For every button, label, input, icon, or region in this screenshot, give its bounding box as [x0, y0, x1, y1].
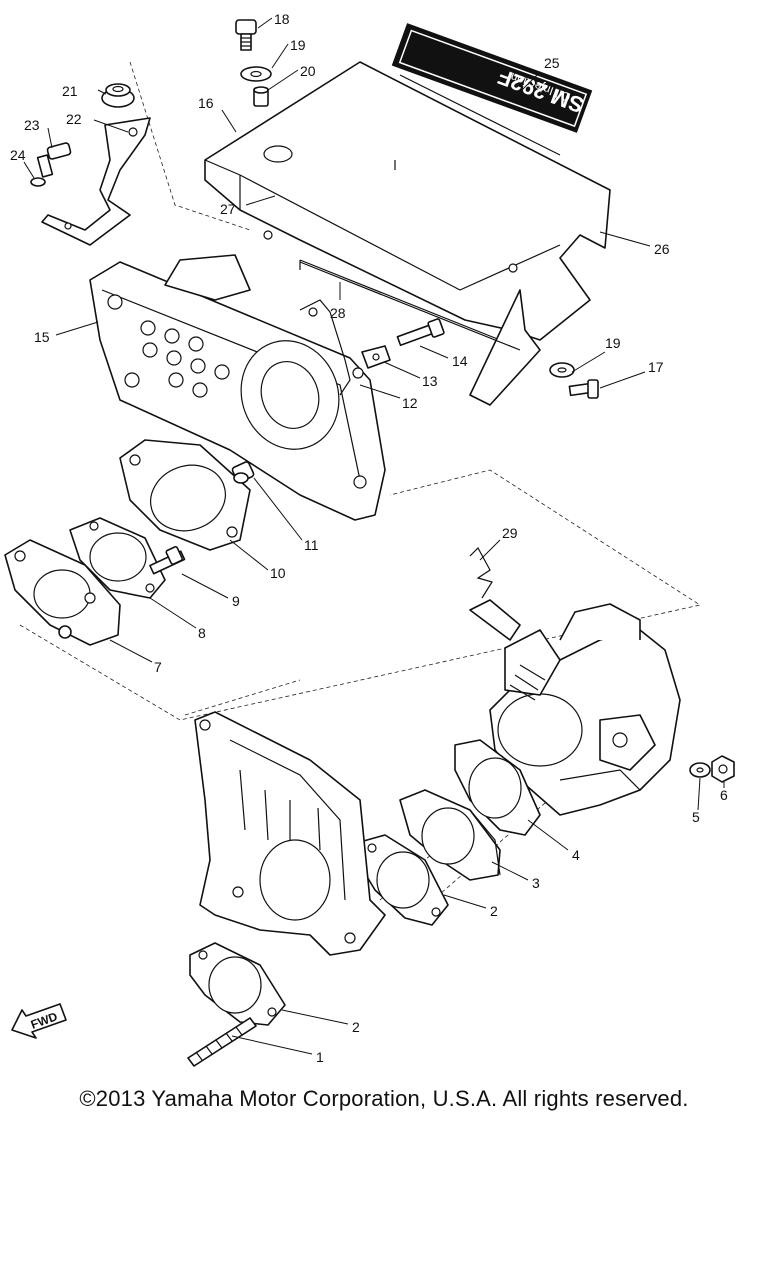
callout-2-lower: 2 [352, 1019, 360, 1035]
callout-4: 4 [572, 847, 580, 863]
washer-24-icon [30, 177, 46, 187]
callout-7: 7 [154, 659, 162, 675]
carburetor-icon [469, 599, 681, 816]
callout-21: 21 [62, 83, 78, 99]
gasket-10-icon [119, 439, 251, 551]
callout-14: 14 [452, 353, 468, 369]
spacer-11-icon [231, 461, 255, 484]
callout-24: 24 [10, 147, 26, 163]
gasket-4-icon [454, 739, 541, 836]
leader-lines [23, 17, 725, 1055]
washer-13-icon [361, 345, 391, 369]
callout-10: 10 [270, 565, 286, 581]
callout-29: 29 [502, 525, 518, 541]
callout-12: 12 [402, 395, 418, 411]
gasket-8-icon [69, 517, 166, 599]
callout-15: 15 [34, 329, 50, 345]
callout-22: 22 [66, 111, 82, 127]
callout-28: 28 [330, 305, 346, 321]
callout-5: 5 [692, 809, 700, 825]
fwd-arrow-icon: FWD [11, 1003, 67, 1039]
crankcase-plate [194, 711, 386, 956]
oil-injection-decal: SM 292F Oil Injection [391, 23, 593, 133]
callout-8: 8 [198, 625, 206, 641]
stud-1-icon [187, 1017, 257, 1067]
callout-17: 17 [648, 359, 664, 375]
callout-1: 1 [316, 1049, 324, 1065]
grommet-21-icon [101, 83, 135, 108]
callout-numbers: 1 2 2 3 4 5 6 7 8 9 10 11 12 13 14 15 16… [10, 11, 728, 1065]
washer-19b-icon [549, 362, 575, 378]
spring-29-icon [469, 547, 493, 599]
callout-11: 11 [304, 537, 319, 553]
callout-26: 26 [654, 241, 670, 257]
callout-13: 13 [422, 373, 438, 389]
gasket-2-upper-icon [359, 834, 449, 926]
washer-5-icon [689, 762, 711, 778]
callout-19-right: 19 [605, 335, 621, 351]
nut-6-icon [711, 755, 735, 783]
screw-17-icon [568, 379, 599, 399]
screw-23-icon [36, 142, 72, 178]
bolt-9-icon [149, 545, 186, 575]
insulator-3-icon [399, 789, 501, 881]
bracket-22-icon [41, 117, 151, 246]
bracket-12-icon [299, 299, 351, 396]
bolt-18-icon [235, 19, 257, 51]
upper-group-outline [129, 61, 251, 231]
callout-18: 18 [274, 11, 290, 27]
strap-28-icon [299, 261, 521, 351]
intake-silencer [89, 254, 386, 521]
callout-19-top: 19 [290, 37, 306, 53]
callout-16: 16 [198, 95, 214, 111]
callout-9: 9 [232, 593, 240, 609]
collar-20-icon [253, 86, 269, 107]
gasket-2-lower-icon [189, 942, 286, 1026]
exploded-parts-diagram: SM 292F Oil Injection [4, 11, 735, 1067]
washer-19-icon [240, 66, 272, 82]
copyright-notice: ©2013 Yamaha Motor Corporation, U.S.A. A… [79, 1086, 689, 1111]
callout-2-upper: 2 [490, 903, 498, 919]
callout-25: 25 [544, 55, 560, 71]
callout-27: 27 [220, 201, 236, 217]
callout-6: 6 [720, 787, 728, 803]
bolt-14-icon [396, 318, 445, 347]
callout-20: 20 [300, 63, 316, 79]
air-box-cover [204, 61, 611, 406]
lower-group-outline [19, 469, 702, 721]
callout-23: 23 [24, 117, 40, 133]
callout-3: 3 [532, 875, 540, 891]
plate-7-icon [4, 539, 121, 646]
